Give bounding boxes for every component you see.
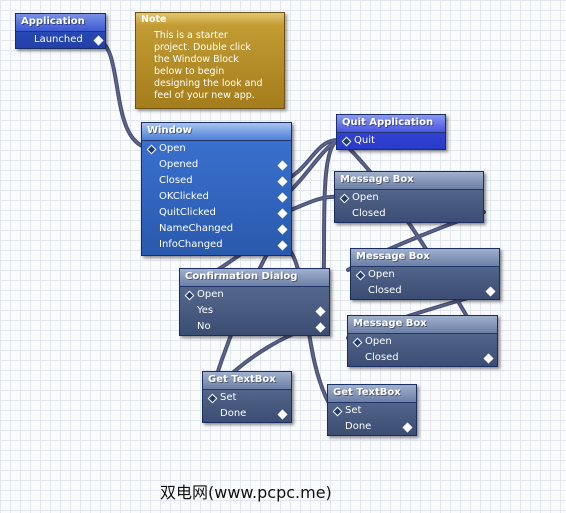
input-port-icon[interactable]: [184, 290, 195, 301]
port-launched[interactable]: Launched: [16, 32, 105, 48]
port-set-label: Set: [345, 405, 362, 416]
port-closed[interactable]: Closed: [142, 173, 291, 189]
port-yes-label: Yes: [197, 305, 214, 316]
get-textbox-title: Get TextBox: [203, 372, 291, 390]
get-textbox-block-1[interactable]: Get TextBox Set Done: [202, 371, 292, 423]
port-quitclicked[interactable]: QuitClicked: [142, 205, 291, 221]
message-box-block-2[interactable]: Message Box Open Closed: [350, 248, 500, 300]
input-port-icon[interactable]: [341, 136, 352, 147]
output-port-icon[interactable]: [93, 35, 104, 46]
output-port-icon[interactable]: [402, 422, 413, 433]
output-port-icon[interactable]: [315, 306, 326, 317]
application-block[interactable]: Application Launched: [15, 13, 106, 49]
output-port-icon[interactable]: [277, 208, 288, 219]
message-box-title: Message Box: [351, 249, 499, 267]
message-box-title: Message Box: [348, 316, 497, 334]
input-port-icon[interactable]: [352, 337, 363, 348]
output-port-icon[interactable]: [277, 160, 288, 171]
output-port-icon[interactable]: [277, 192, 288, 203]
application-block-title: Application: [16, 14, 105, 32]
port-closed-label: Closed: [368, 285, 402, 296]
port-open[interactable]: Open: [180, 287, 329, 303]
note-text: This is a starter project. Double click …: [154, 30, 263, 101]
output-port-icon[interactable]: [483, 353, 494, 364]
input-port-icon[interactable]: [146, 144, 157, 155]
quit-application-block-title: Quit Application: [337, 115, 445, 133]
port-open-label: Open: [197, 289, 224, 300]
window-block-title: Window: [142, 123, 291, 141]
port-open[interactable]: Open: [348, 334, 497, 350]
quit-application-block[interactable]: Quit Application Quit: [336, 114, 446, 150]
port-closed[interactable]: Closed: [348, 350, 497, 366]
confirmation-dialog-block[interactable]: Confirmation Dialog Open Yes No: [179, 268, 330, 336]
port-set-label: Set: [220, 392, 237, 403]
output-port-icon[interactable]: [277, 240, 288, 251]
port-infochanged-label: InfoChanged: [159, 239, 223, 250]
get-textbox-title: Get TextBox: [328, 385, 416, 403]
port-quit[interactable]: Quit: [337, 133, 445, 149]
output-port-icon[interactable]: [315, 322, 326, 333]
port-yes[interactable]: Yes: [180, 303, 329, 319]
port-okclicked[interactable]: OKClicked: [142, 189, 291, 205]
port-quit-label: Quit: [354, 135, 375, 146]
port-done[interactable]: Done: [203, 406, 291, 422]
watermark-text: 双电网(www.pcpc.me): [160, 483, 332, 502]
port-quitclicked-label: QuitClicked: [159, 207, 216, 218]
port-open-label: Open: [159, 143, 186, 154]
output-port-icon[interactable]: [277, 176, 288, 187]
output-port-icon[interactable]: [277, 409, 288, 420]
port-done[interactable]: Done: [328, 419, 416, 435]
output-port-icon[interactable]: [485, 286, 496, 297]
port-closed-label: Closed: [352, 208, 386, 219]
input-port-icon[interactable]: [355, 270, 366, 281]
port-open[interactable]: Open: [335, 190, 483, 206]
input-port-icon[interactable]: [207, 393, 218, 404]
port-closed[interactable]: Closed: [335, 206, 483, 222]
port-closed[interactable]: Closed: [351, 283, 499, 299]
port-opened[interactable]: Opened: [142, 157, 291, 173]
input-port-icon[interactable]: [339, 193, 350, 204]
port-done-label: Done: [220, 408, 247, 419]
message-box-block-3[interactable]: Message Box Open Closed: [347, 315, 498, 367]
message-box-block-1[interactable]: Message Box Open Closed: [334, 171, 484, 223]
port-open-label: Open: [368, 269, 395, 280]
window-block[interactable]: Window Open Opened Closed OKClicked Quit…: [141, 122, 292, 256]
port-launched-label: Launched: [34, 34, 83, 45]
port-namechanged-label: NameChanged: [159, 223, 234, 234]
port-closed-label: Closed: [365, 352, 399, 363]
note-title: Note: [136, 13, 284, 26]
port-open[interactable]: Open: [142, 141, 291, 157]
port-no[interactable]: No: [180, 319, 329, 335]
port-open[interactable]: Open: [351, 267, 499, 283]
port-infochanged[interactable]: InfoChanged: [142, 237, 291, 253]
port-okclicked-label: OKClicked: [159, 191, 209, 202]
message-box-title: Message Box: [335, 172, 483, 190]
port-set[interactable]: Set: [203, 390, 291, 406]
port-closed-label: Closed: [159, 175, 193, 186]
port-set[interactable]: Set: [328, 403, 416, 419]
get-textbox-block-2[interactable]: Get TextBox Set Done: [327, 384, 417, 436]
port-open-label: Open: [352, 192, 379, 203]
port-open-label: Open: [365, 336, 392, 347]
port-namechanged[interactable]: NameChanged: [142, 221, 291, 237]
note-block[interactable]: Note This is a starter project. Double c…: [135, 12, 285, 109]
port-opened-label: Opened: [159, 159, 199, 170]
port-done-label: Done: [345, 421, 372, 432]
output-port-icon[interactable]: [277, 224, 288, 235]
confirmation-dialog-title: Confirmation Dialog: [180, 269, 329, 287]
port-no-label: No: [197, 321, 211, 332]
input-port-icon[interactable]: [332, 406, 343, 417]
